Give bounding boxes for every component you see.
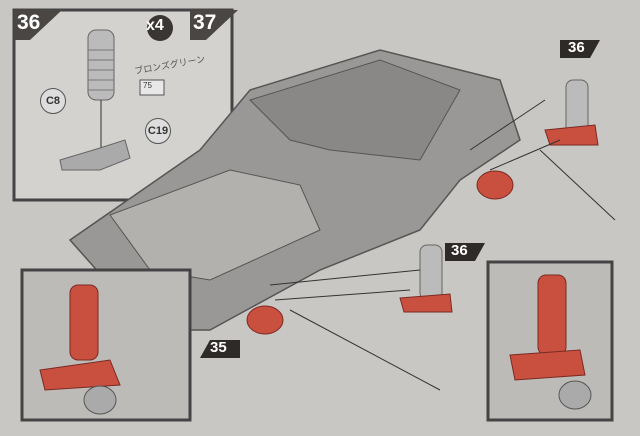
step-37-number: 37 bbox=[193, 11, 217, 34]
arm-part-c19 bbox=[59, 139, 131, 171]
ref-36-center-badge bbox=[445, 243, 485, 261]
ref-36-center: 36 bbox=[451, 242, 468, 259]
multiplier-badge bbox=[147, 15, 173, 41]
part-c8-callout: C8 bbox=[40, 88, 66, 114]
detail-hub-left bbox=[83, 385, 117, 415]
spring-part-c8 bbox=[87, 29, 115, 148]
ref-35-badge bbox=[200, 340, 240, 358]
multiplier-label: x4 bbox=[146, 17, 164, 34]
paint-box bbox=[139, 79, 165, 96]
ref-36-upper: 36 bbox=[568, 39, 585, 56]
step-37-badge bbox=[190, 10, 238, 40]
step-36-number: 36 bbox=[17, 11, 41, 34]
red-spring-upper-right bbox=[476, 79, 599, 200]
leader-lines bbox=[269, 99, 616, 391]
red-spring-center bbox=[246, 244, 453, 335]
detail-hub-right bbox=[558, 380, 592, 410]
paint-code: 75 bbox=[143, 81, 152, 90]
ref-36-upper-badge bbox=[560, 40, 600, 58]
cabin-opening bbox=[249, 59, 461, 161]
detail-red-spring-right bbox=[537, 274, 567, 356]
step-36-badge bbox=[14, 10, 62, 40]
detail-red-spring-left bbox=[69, 284, 99, 361]
ref-35: 35 bbox=[210, 339, 227, 356]
part-c19-callout: C19 bbox=[145, 118, 171, 144]
